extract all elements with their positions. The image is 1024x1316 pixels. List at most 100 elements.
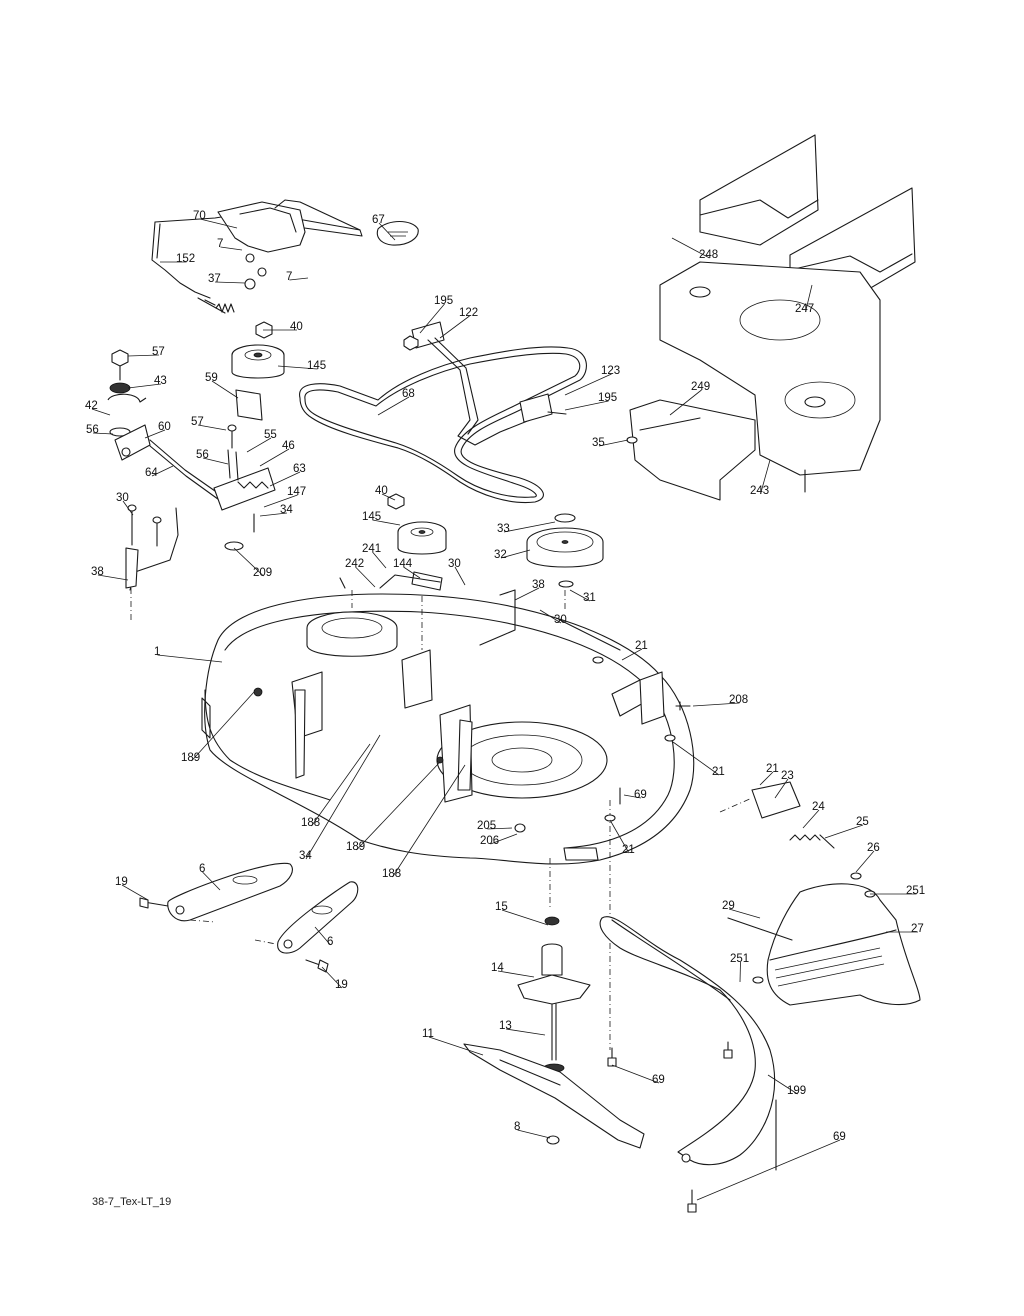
part-callout-46: 46 (259, 440, 295, 467)
part-number-label: 32 (494, 549, 507, 561)
leader-line (767, 1074, 798, 1095)
part-number-label: 122 (459, 307, 478, 319)
leader-line (202, 457, 229, 465)
part-callout-195: 195 (564, 392, 617, 411)
part-callout-251: 251 (730, 953, 749, 983)
part-number-label: 14 (491, 962, 504, 974)
leader-line (501, 909, 549, 926)
leader-line (671, 237, 710, 259)
leader-line (151, 465, 174, 477)
part-callout-29: 29 (722, 900, 761, 919)
part-number-label: 188 (301, 817, 320, 829)
leader-line (122, 500, 134, 516)
leader-line (259, 448, 290, 467)
leader-line (121, 884, 149, 901)
part-callout-205: 205 (477, 820, 513, 832)
part-number-label: 37 (208, 273, 221, 285)
part-number-label: 35 (592, 437, 605, 449)
part-number-label: 64 (145, 467, 158, 479)
leader-line (505, 1028, 546, 1036)
part-callout-19: 19 (321, 966, 348, 991)
drive-belt (299, 321, 587, 504)
part-number-label: 38 (532, 579, 545, 591)
part-number-label: 27 (911, 923, 924, 935)
leader-line (802, 809, 820, 829)
leader-line (197, 424, 227, 431)
leader-line (199, 218, 238, 229)
leader-line (759, 771, 774, 786)
leader-line (305, 734, 381, 860)
leader-line (91, 408, 111, 416)
leader-line (144, 429, 166, 439)
part-callout-14: 14 (491, 962, 535, 978)
mower-deck-housing (201, 574, 695, 1050)
part-callout-145: 145 (362, 511, 401, 526)
part-number-label: 123 (601, 365, 620, 377)
part-number-label: 30 (448, 558, 461, 570)
leader-line (692, 702, 740, 707)
part-callout-43: 43 (127, 375, 167, 389)
leader-line (517, 1129, 551, 1139)
part-callout-209: 209 (233, 547, 272, 579)
part-number-label: 8 (514, 1121, 520, 1133)
part-callout-189: 189 (346, 761, 441, 853)
leader-line (311, 743, 371, 827)
leader-line (454, 566, 466, 586)
part-callout-13: 13 (499, 1020, 546, 1036)
leader-line (211, 380, 239, 399)
leader-line (824, 824, 864, 839)
part-number-label: 247 (795, 303, 814, 315)
part-callout-31: 31 (569, 589, 596, 604)
leader-line (774, 778, 789, 799)
part-callout-7: 7 (286, 271, 309, 283)
lift-linkage-assembly (151, 199, 419, 314)
part-number-label: 63 (293, 463, 306, 475)
part-callout-6: 6 (314, 926, 333, 948)
part-number-label: 70 (193, 210, 206, 222)
part-number-label: 199 (787, 1085, 806, 1097)
part-callout-69: 69 (623, 789, 647, 801)
part-number-label: 241 (362, 543, 381, 555)
part-callout-69: 69 (611, 1064, 665, 1086)
part-number-label: 152 (176, 253, 195, 265)
part-number-label: 189 (181, 752, 200, 764)
part-number-label: 144 (393, 558, 413, 570)
part-number-label: 29 (722, 900, 735, 912)
part-number-label: 25 (856, 816, 869, 828)
part-callout-145: 145 (277, 360, 326, 372)
part-number-label: 145 (362, 511, 381, 523)
leader-line (314, 926, 331, 946)
part-number-label: 6 (199, 863, 205, 875)
part-callout-241: 241 (362, 543, 387, 569)
part-callout-152: 152 (160, 253, 195, 265)
leader-line (263, 494, 298, 508)
part-callout-64: 64 (145, 465, 174, 479)
part-number-label: 26 (867, 842, 880, 854)
leader-line (598, 439, 629, 447)
part-number-label: 24 (812, 801, 825, 813)
leader-line (321, 966, 343, 989)
part-callout-8: 8 (514, 1121, 551, 1139)
part-callout-55: 55 (246, 429, 277, 453)
leader-line (487, 827, 513, 830)
part-callout-42: 42 (85, 400, 111, 416)
part-callout-56: 56 (86, 424, 114, 436)
part-callout-15: 15 (495, 901, 549, 926)
leader-line (497, 970, 535, 978)
part-callout-56: 56 (196, 449, 229, 465)
part-number-label: 21 (622, 844, 635, 856)
part-number-label: 208 (729, 694, 748, 706)
part-callout-70: 70 (193, 210, 238, 229)
part-number-label: 60 (158, 421, 171, 433)
part-callout-248: 248 (671, 237, 718, 261)
part-number-label: 11 (422, 1028, 434, 1040)
part-number-label: 59 (205, 372, 218, 384)
leader-line (672, 741, 720, 776)
part-callout-21: 21 (672, 741, 725, 778)
part-number-label: 195 (434, 295, 453, 307)
deck-pulleys (387, 493, 604, 591)
leader-line (428, 1036, 484, 1056)
part-callout-199: 199 (767, 1074, 806, 1097)
leader-line (669, 389, 702, 416)
